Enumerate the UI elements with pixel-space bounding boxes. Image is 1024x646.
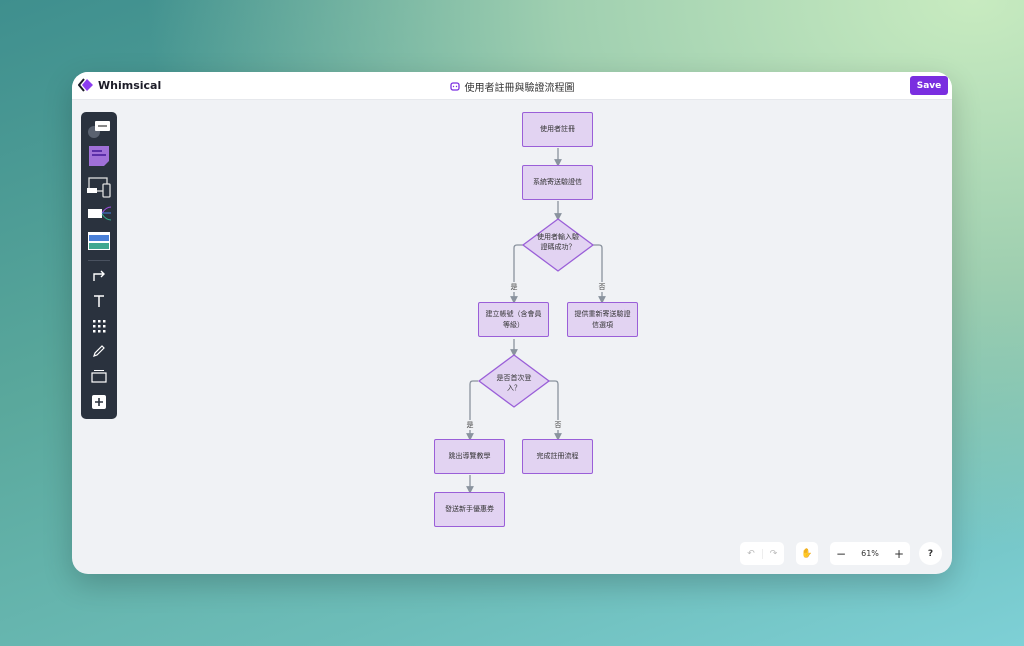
- edge-label-yes: 是: [509, 282, 519, 292]
- hand-icon: ✋: [801, 548, 813, 559]
- document-title[interactable]: 使用者註冊與驗證流程圖: [72, 79, 952, 94]
- redo-button[interactable]: ↷: [762, 548, 784, 559]
- mind-map-icon[interactable]: [86, 203, 112, 225]
- decision-text: 使用者輸入驗證碼成功？: [537, 233, 579, 252]
- zoom-controls: − 61% +: [830, 542, 910, 565]
- flowchart-doc-icon: [449, 81, 460, 91]
- logo[interactable]: Whimsical: [78, 78, 161, 92]
- pencil-icon[interactable]: [86, 340, 112, 362]
- flow-node[interactable]: 發送新手優惠券: [434, 492, 505, 527]
- connector: [466, 380, 478, 441]
- frame-icon[interactable]: [86, 365, 112, 387]
- help-button[interactable]: ?: [919, 542, 942, 565]
- sticky-note-icon[interactable]: [86, 145, 112, 167]
- pan-hand-button[interactable]: ✋: [796, 542, 818, 565]
- toolbar: [81, 112, 117, 419]
- connector-icon[interactable]: [86, 264, 112, 286]
- decision-diamond[interactable]: [521, 218, 595, 272]
- edge-label-no: 否: [597, 282, 607, 292]
- zoom-level[interactable]: 61%: [861, 549, 879, 558]
- connector: [593, 244, 606, 304]
- zoom-in-button[interactable]: +: [893, 546, 905, 561]
- app-window: Whimsical 使用者註冊與驗證流程圖 Save ↶ ↷ ✋ − 61% +…: [72, 72, 952, 574]
- add-icon[interactable]: [86, 391, 112, 413]
- docs-icon[interactable]: [86, 230, 112, 252]
- connector: [510, 244, 523, 304]
- decision-diamond[interactable]: [477, 354, 551, 408]
- flowchart-shapes-icon[interactable]: [86, 118, 112, 140]
- undo-button[interactable]: ↶: [747, 548, 755, 559]
- zoom-out-button[interactable]: −: [835, 546, 847, 561]
- logo-text: Whimsical: [98, 78, 162, 92]
- flow-node[interactable]: 跳出導覽教學: [434, 439, 505, 474]
- title-text: 使用者註冊與驗證流程圖: [464, 83, 575, 94]
- header: Whimsical 使用者註冊與驗證流程圖 Save: [72, 72, 952, 100]
- toolbar-divider: [88, 260, 110, 261]
- save-button[interactable]: Save: [910, 76, 948, 95]
- connector: [549, 380, 562, 441]
- flow-node[interactable]: 建立帳號（含會員等級）: [478, 302, 549, 337]
- flow-node[interactable]: 完成註冊流程: [522, 439, 593, 474]
- decision-text: 是否首次登入？: [496, 374, 532, 393]
- edge-label-no: 否: [553, 420, 563, 430]
- flow-node[interactable]: 系統寄送驗證信: [522, 165, 593, 200]
- flow-node[interactable]: 提供重新寄送驗證信選項: [567, 302, 638, 337]
- wireframe-icon[interactable]: [86, 176, 112, 198]
- whimsical-logo-icon: [78, 78, 93, 92]
- flow-node[interactable]: 使用者註冊: [522, 112, 593, 147]
- undo-redo-group: ↶ ↷: [740, 542, 784, 565]
- grid-icon[interactable]: [86, 315, 112, 337]
- text-icon[interactable]: [86, 290, 112, 312]
- edge-label-yes: 是: [465, 420, 475, 430]
